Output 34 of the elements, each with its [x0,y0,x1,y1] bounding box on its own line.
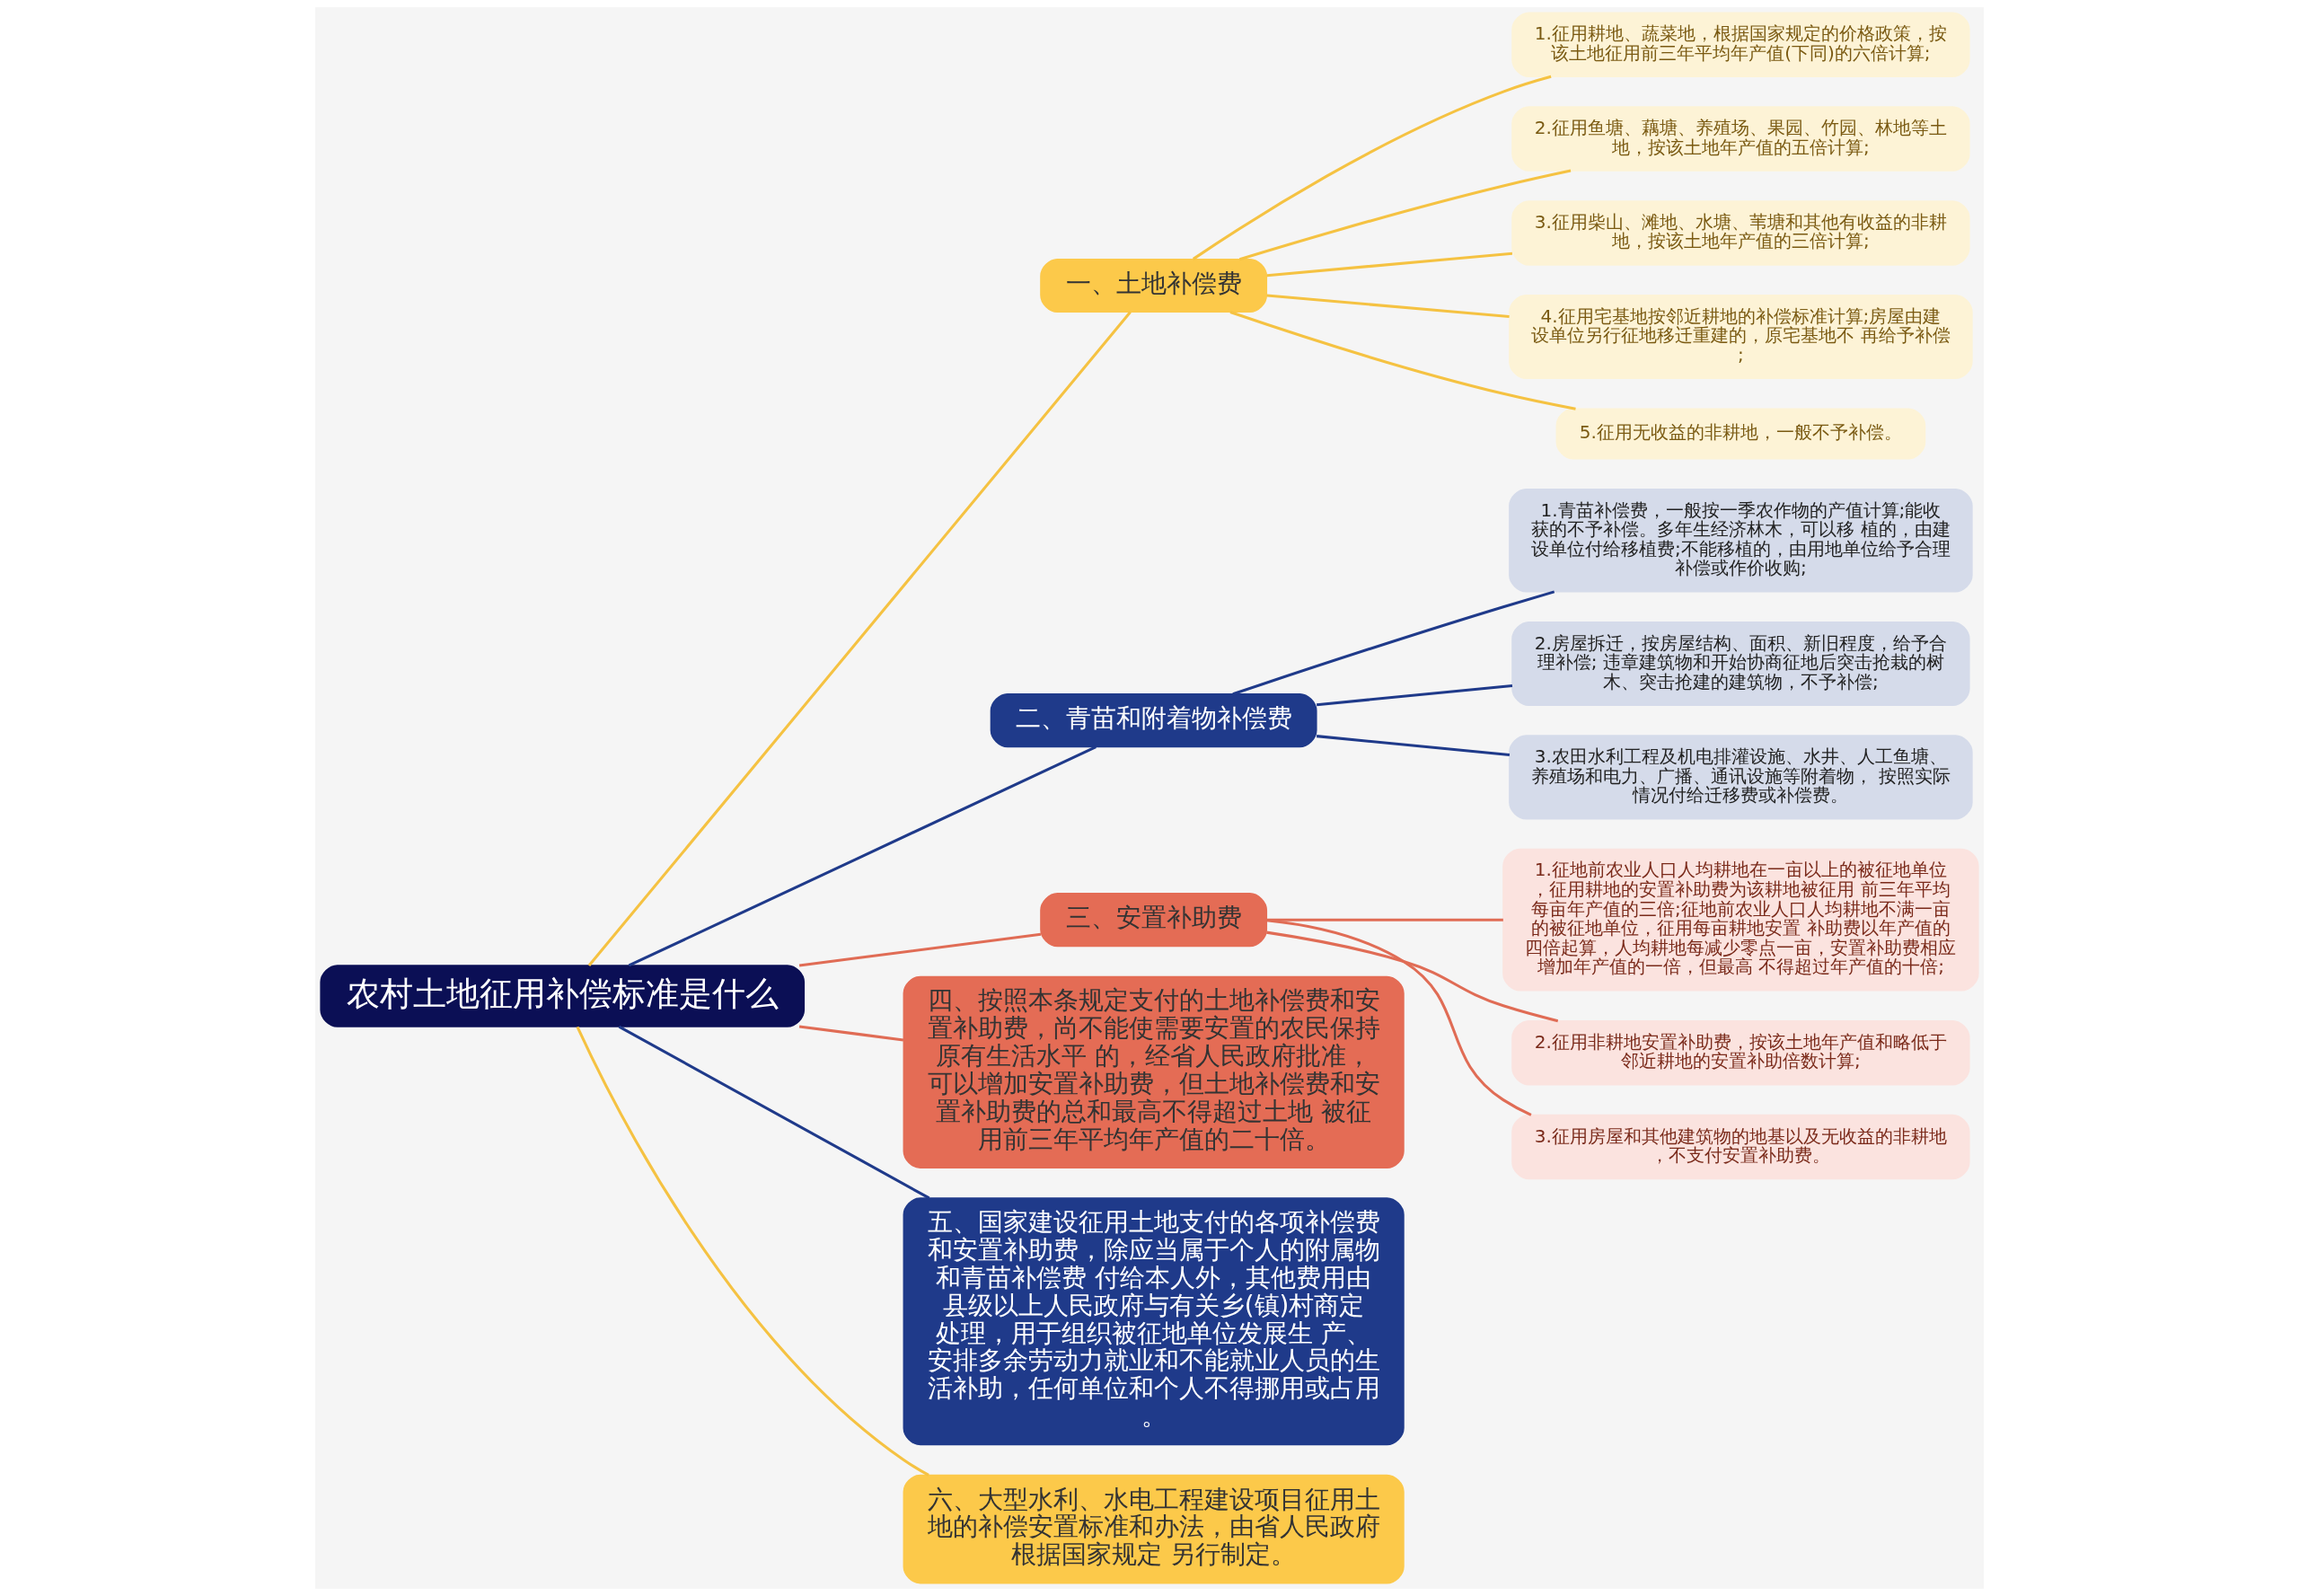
node-box: 2.房屋拆迁，按房屋结构、面积、新旧程度，给予合理补偿; 违章建筑物和开始协商征地后突击抢栽的树木、突击抢建的建筑物，不予补偿; [1511,621,1970,706]
node-box: 3.征用柴山、滩地、水塘、苇塘和其他有收益的非耕地，按该土地年产值的三倍计算; [1511,200,1970,266]
node-box: 一、土地补偿费 [1040,258,1268,313]
connector [576,1026,929,1477]
node-box: 4.征用宅基地按邻近耕地的补偿标准计算;房屋由建设单位另行征地移迁重建的，原宅基地不 再给予补偿; [1509,295,1973,380]
node-box: 二、青苗和附着物补偿费 [990,693,1317,748]
connector [1316,735,1511,757]
node-box: 3.征用房屋和其他建筑物的地基以及无收益的非耕地，不支付安置补助费。 [1511,1114,1970,1180]
node-box: 六、大型水利、水电工程建设项目征用土地的补偿安置标准和办法，由省人民政府根据国家规定 另行制定。 [903,1474,1405,1584]
connector [587,311,1132,966]
node-box: 五、国家建设征用土地支付的各项补偿费和安置补助费，除应当属于个人的附属物和青苗补偿费 付给本人外，其他费用由县级以上人民政府与有关乡(镇)村商定处理，用于组织被征地单位发展生 产、安排多余劳动力就业和不能就业人员的生活补助，任何单位和个人不得挪用或占用。 [903,1197,1405,1446]
node-box: 1.青苗补偿费，一般按一季农作物的产值计算;能收获的不予补偿。多年生经济林木，可以移 植的，由建设单位付给移植费;不能移植的，由用地单位给予合理补偿或作价收购; [1509,488,1973,593]
node-box: 5.征用无收益的非耕地，一般不予补偿。 [1555,408,1926,460]
connector [798,932,1042,967]
connector [1266,251,1513,278]
node-box: 2.征用非耕地安置补助费，按该土地年产值和略低于邻近耕地的安置补助倍数计算; [1511,1020,1970,1086]
connector [618,1025,930,1200]
connector [1266,930,1559,1023]
node-box: 2.征用鱼塘、藕塘、养殖场、果园、竹园、林地等土地，按该土地年产值的五倍计算; [1511,106,1970,172]
node-box: 3.农田水利工程及机电排灌设施、水井、人工鱼塘、养殖场和电力、广播、通讯设施等附着物， 按照实际情况付给迁移费或补偿费。 [1509,735,1973,820]
connector [1238,169,1572,261]
node-box: 1.征地前农业人口人均耕地在一亩以上的被征地单位，征用耕地的安置补助费为该耕地被征用 前三年平均每亩年产值的三倍;征地前农业人口人均耕地不满一亩的被征地单位，征用每亩耕地安置 补助费以年产值的四倍起算，人均耕地每减少零点一亩，安置补助费相应增加年产值的一倍，但最高 不得超过年产值的十倍; [1502,848,1979,992]
node-box: 三、安置补助费 [1040,893,1268,948]
connector [1229,311,1576,410]
connector [798,1025,904,1042]
connector [1192,75,1552,260]
connector [1266,294,1510,319]
connector [1266,919,1532,1116]
connector [1232,590,1555,696]
node-box: 四、按照本条规定支付的土地补偿费和安置补助费，尚不能使需要安置的农民保持原有生活水平 的，经省人民政府批准，可以增加安置补助费，但土地补偿费和安置补助费的总和最高不得超过土地 被征用前三年平均年产值的二十倍。 [903,975,1405,1168]
connector [628,745,1097,967]
node-box: 农村土地征用补偿标准是什么 [320,965,806,1027]
connector [1316,683,1513,707]
node-box: 1.征用耕地、蔬菜地，根据国家规定的价格政策，按该土地征用前三年平均年产值(下同)的六倍计算; [1511,12,1970,77]
